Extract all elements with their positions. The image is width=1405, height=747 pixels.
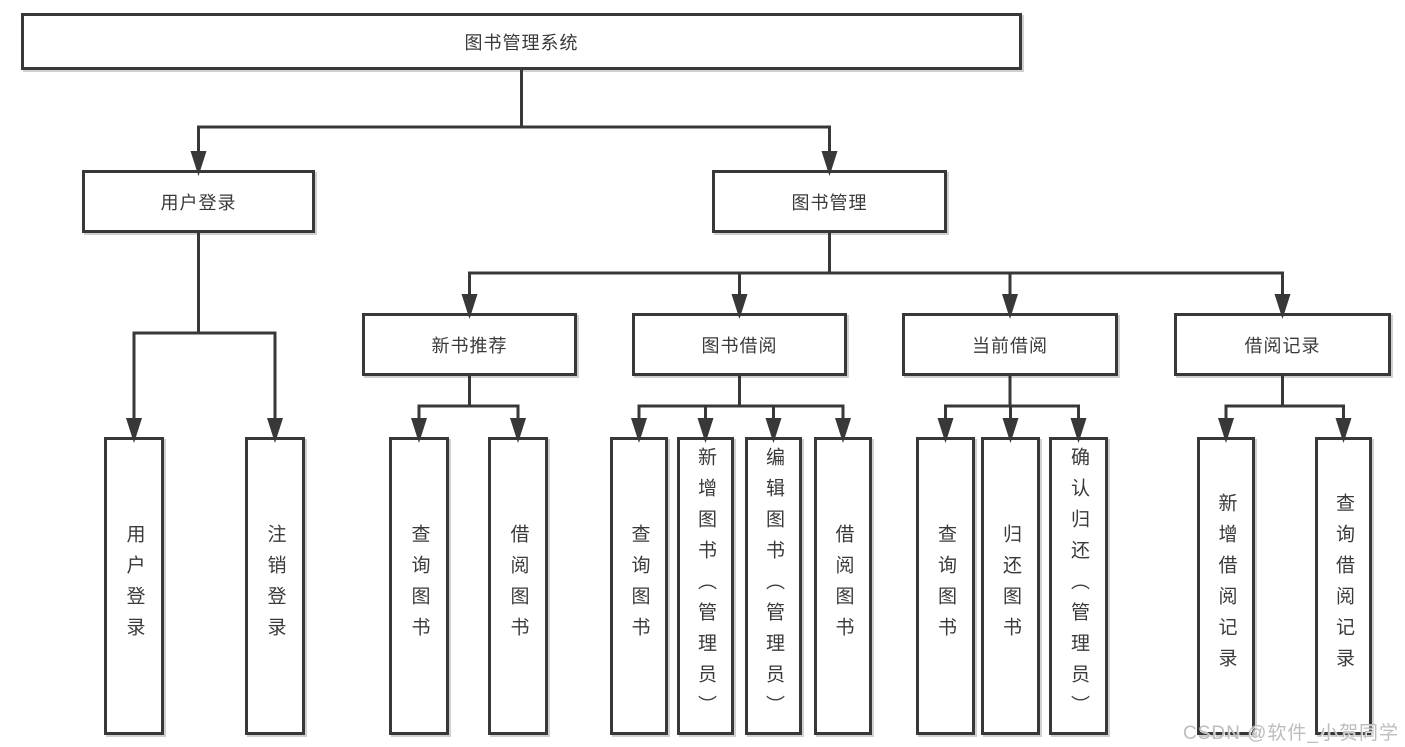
node-bb-add: 新增图书（管理员）: [677, 437, 734, 735]
node-label-cb-query: 查询图书: [935, 524, 956, 648]
node-label-nb-query: 查询图书: [408, 524, 430, 648]
node-label-logout: 注销登录: [264, 524, 286, 648]
node-login: 用户登录: [104, 437, 164, 735]
node-nb-borrow: 借阅图书: [488, 437, 548, 735]
node-root: 图书管理系统: [21, 13, 1022, 70]
node-label-bb-edit: 编辑图书（管理员）: [763, 446, 784, 726]
node-cb-query: 查询图书: [916, 437, 975, 735]
node-current-borrow: 当前借阅: [902, 313, 1118, 376]
node-cb-confirm: 确认归还（管理员）: [1049, 437, 1108, 735]
node-new-books: 新书推荐: [362, 313, 577, 376]
node-label-new-books: 新书推荐: [431, 335, 508, 356]
node-label-bb-borrow: 借阅图书: [832, 524, 854, 648]
watermark: CSDN @软件_小贺同学: [1183, 723, 1399, 744]
node-logout: 注销登录: [245, 437, 305, 735]
node-label-book-borrow: 图书借阅: [701, 335, 778, 356]
node-label-br-add: 新增借阅记录: [1215, 493, 1237, 679]
node-label-br-query: 查询借阅记录: [1333, 493, 1354, 679]
node-book-mgmt: 图书管理: [712, 170, 947, 233]
node-label-login: 用户登录: [123, 524, 145, 648]
node-br-add: 新增借阅记录: [1197, 437, 1255, 735]
node-label-cb-confirm: 确认归还（管理员）: [1068, 446, 1089, 726]
node-label-cb-return: 归还图书: [1000, 524, 1021, 648]
node-bb-query: 查询图书: [610, 437, 668, 735]
node-br-query: 查询借阅记录: [1315, 437, 1372, 735]
node-label-root: 图书管理系统: [464, 32, 579, 53]
node-label-bb-query: 查询图书: [628, 524, 650, 648]
node-bb-edit: 编辑图书（管理员）: [745, 437, 802, 735]
node-label-current-borrow: 当前借阅: [972, 335, 1048, 356]
node-book-borrow: 图书借阅: [632, 313, 847, 376]
node-bb-borrow: 借阅图书: [814, 437, 872, 735]
node-label-nb-borrow: 借阅图书: [507, 524, 529, 648]
node-user-login: 用户登录: [82, 170, 315, 233]
node-label-user-login: 用户登录: [160, 192, 237, 213]
node-cb-return: 归还图书: [981, 437, 1040, 735]
node-borrow-records: 借阅记录: [1174, 313, 1391, 376]
node-label-book-mgmt: 图书管理: [791, 192, 868, 213]
node-nb-query: 查询图书: [389, 437, 449, 735]
node-label-borrow-records: 借阅记录: [1244, 335, 1321, 356]
node-label-bb-add: 新增图书（管理员）: [695, 446, 716, 726]
